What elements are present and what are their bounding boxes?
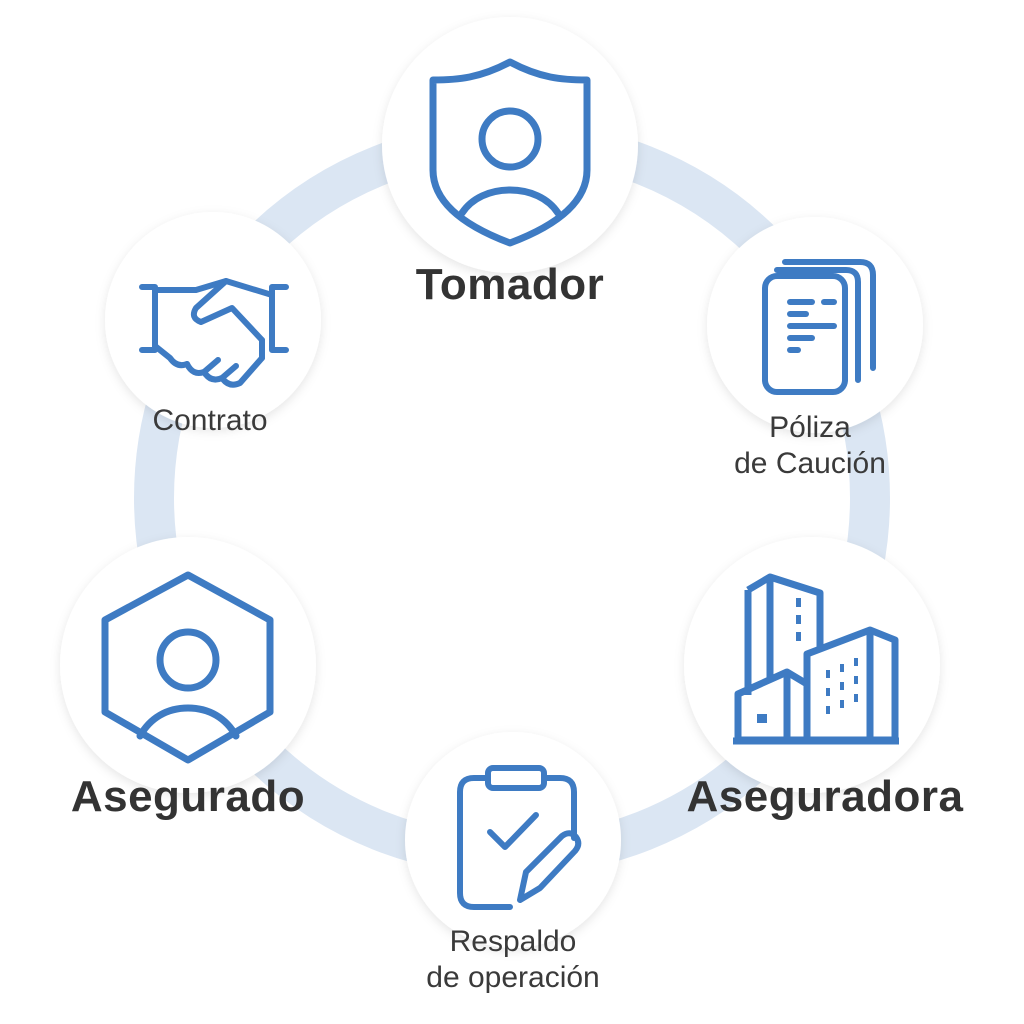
label-poliza-line1: Póliza [769, 411, 851, 444]
label-asegurado: Asegurado [70, 772, 306, 821]
label-poliza: Póliza de Caución [690, 410, 930, 482]
documents-icon [762, 259, 876, 395]
node-aseguradora-circle [684, 537, 940, 793]
label-aseguradora: Aseguradora [686, 772, 964, 821]
node-contrato-circle [105, 212, 321, 428]
building-windows [757, 598, 858, 723]
handshake-icon [139, 278, 289, 388]
label-contrato: Contrato [152, 404, 268, 437]
shield-user-icon [429, 58, 591, 247]
node-tomador-circle [382, 17, 638, 273]
label-tomador: Tomador [415, 260, 605, 309]
buildings-icon [733, 573, 899, 745]
clipboard-check-pen-icon [457, 765, 582, 910]
label-respaldo-line2: de operación [426, 961, 600, 994]
node-asegurado-circle [60, 537, 316, 793]
label-poliza-line2: de Caución [734, 447, 886, 480]
label-respaldo-line1: Respaldo [449, 925, 577, 958]
hexagon-user-icon [101, 571, 274, 764]
label-respaldo: Respaldo de operación [380, 924, 646, 996]
